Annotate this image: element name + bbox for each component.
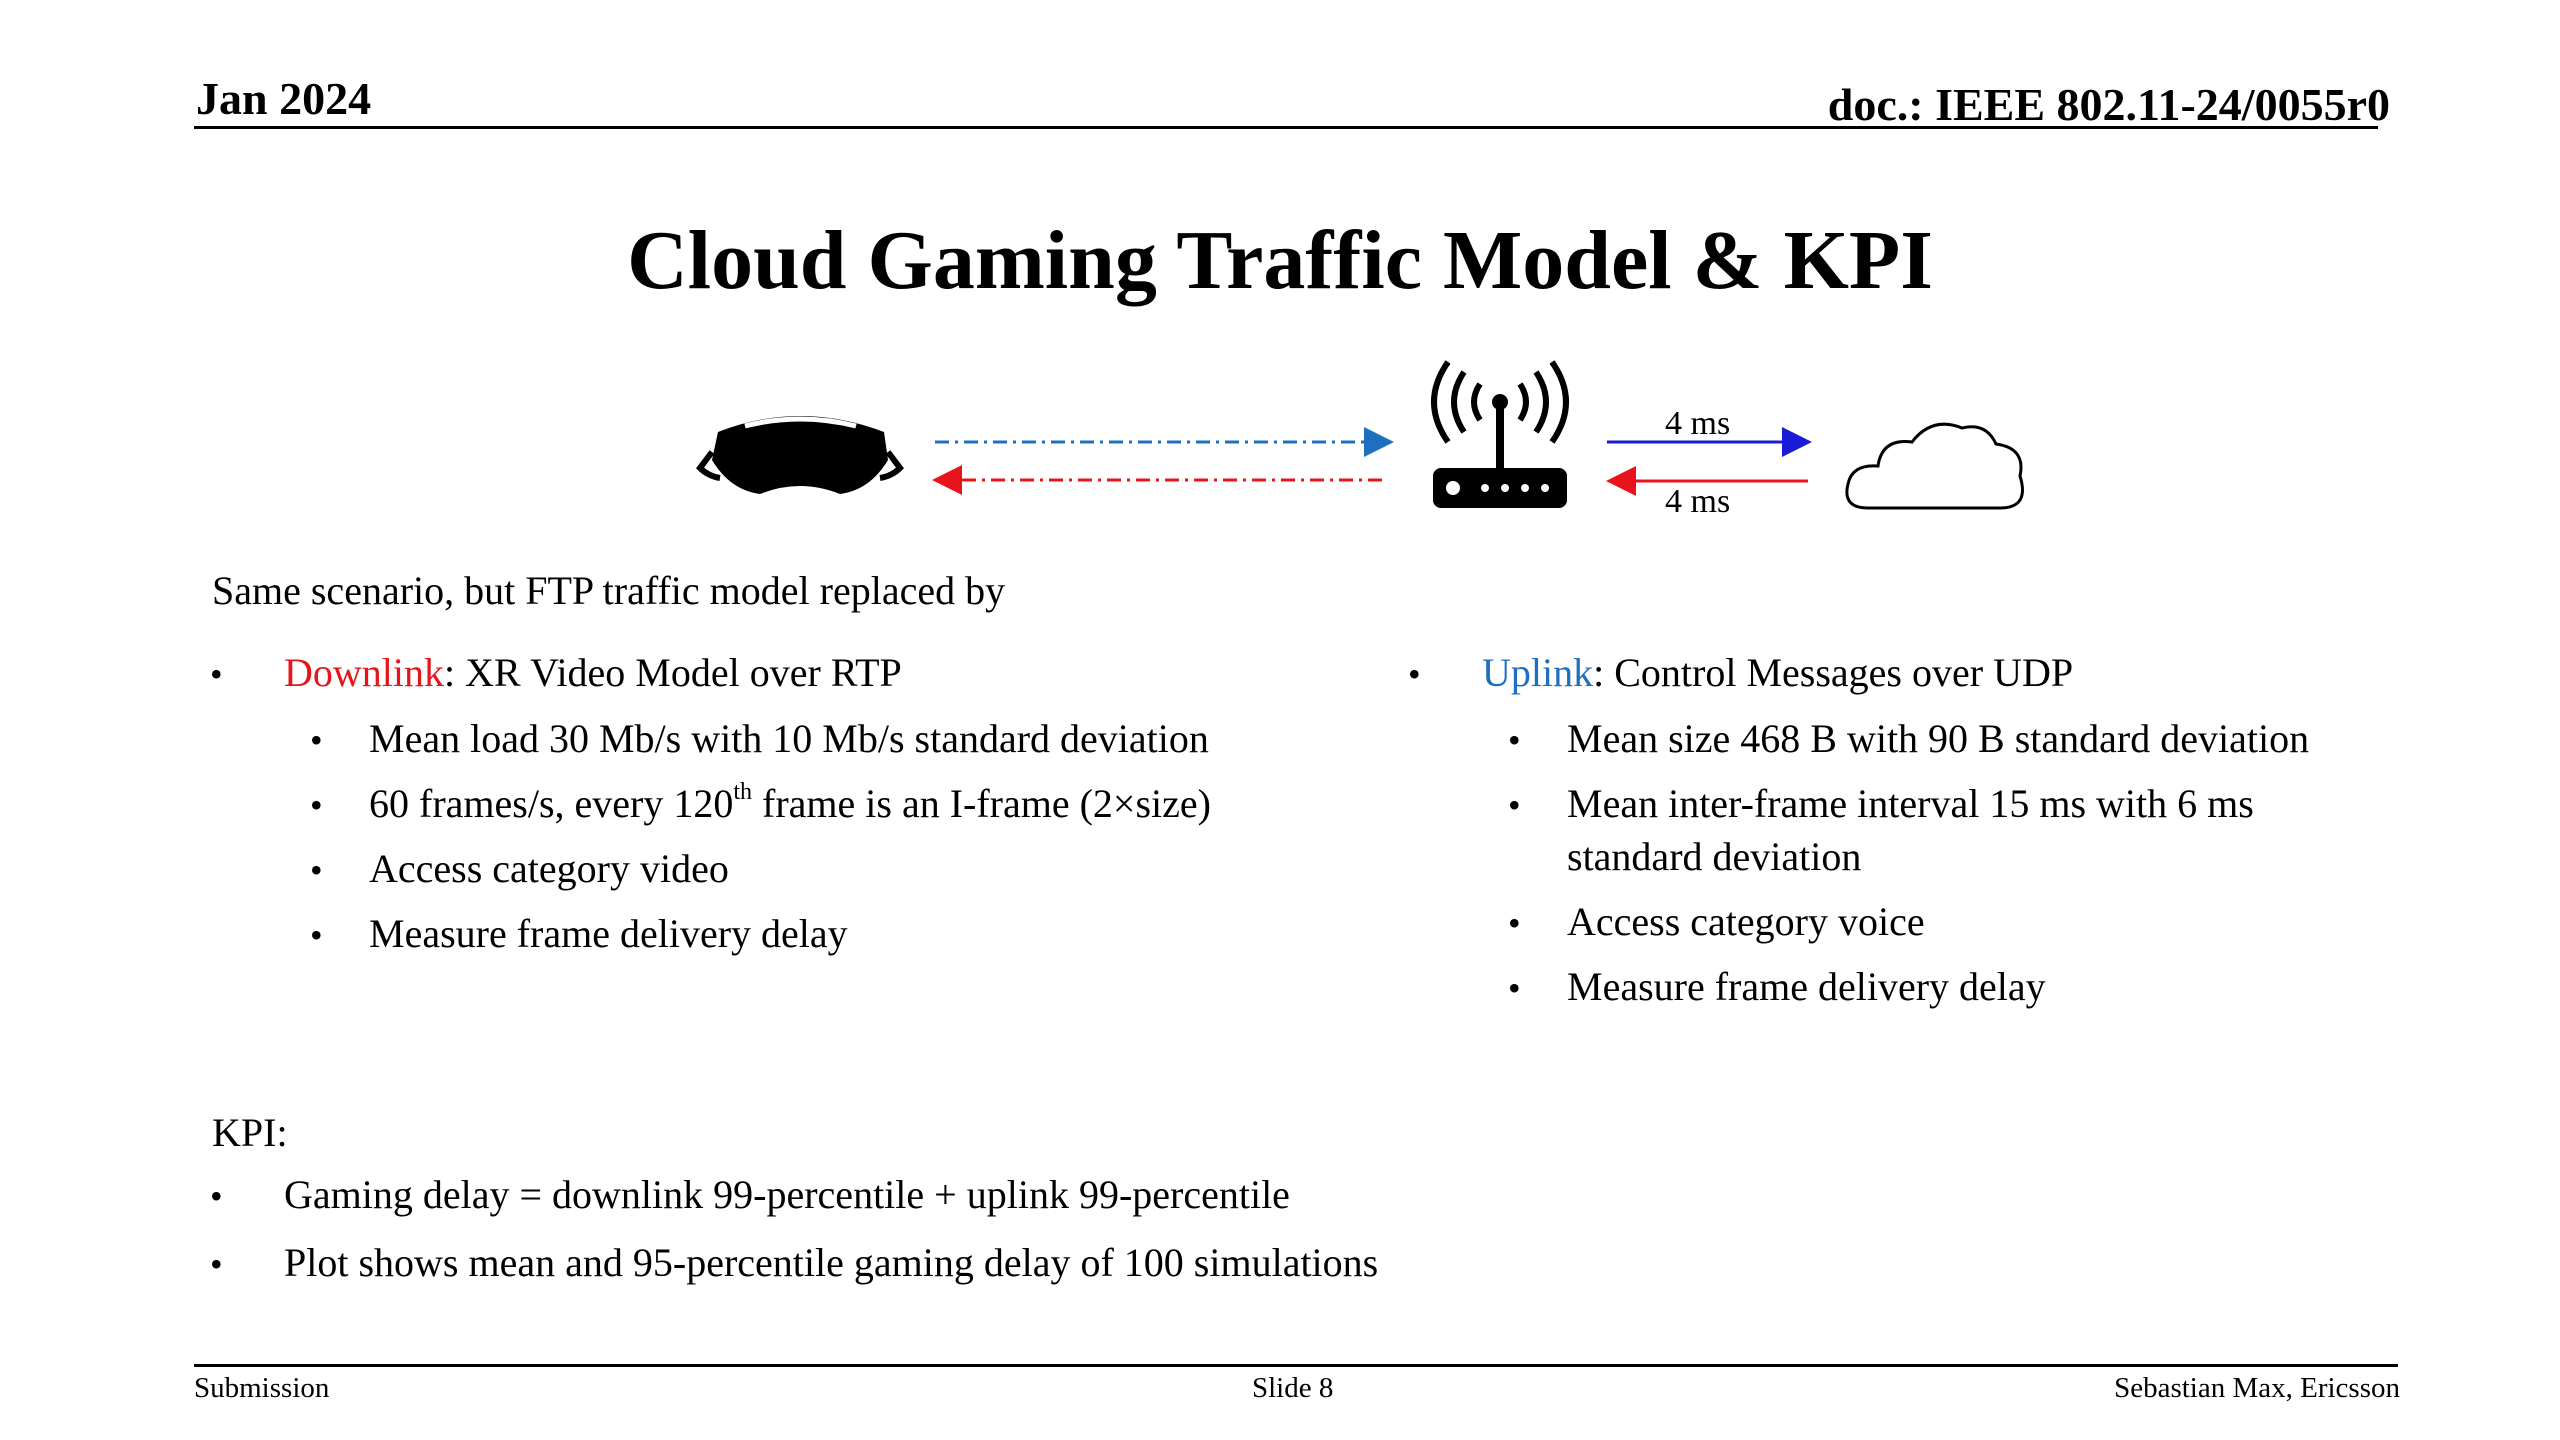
bullet: • — [1508, 968, 1521, 1008]
bullet: • — [1508, 785, 1521, 825]
header-rule — [194, 126, 2378, 129]
uplink-item-continuation: standard deviation — [1567, 834, 1862, 879]
header-date: Jan 2024 — [196, 73, 372, 124]
bullet: • — [1408, 654, 1421, 694]
header-doc-id: doc.: IEEE 802.11-24/0055r0 — [1827, 79, 2390, 130]
footer-left: Submission — [194, 1372, 330, 1404]
vr-headset-icon — [696, 416, 904, 494]
bullet: • — [210, 1176, 223, 1216]
downlink-item: Mean load 30 Mb/s with 10 Mb/s standard … — [369, 716, 1209, 761]
downlink-item: Access category video — [369, 846, 729, 891]
uplink-heading: Uplink: Control Messages over UDP — [1482, 650, 2073, 696]
bullet: • — [310, 785, 323, 825]
bullet: • — [310, 720, 323, 760]
bullet: • — [310, 850, 323, 890]
slide-title: Cloud Gaming Traffic Model & KPI — [627, 214, 1933, 307]
downlink-heading-rest: : XR Video Model over RTP — [444, 650, 902, 695]
downlink-item: Measure frame delivery delay — [369, 911, 848, 956]
footer-slide-number: Slide 8 — [1252, 1372, 1334, 1404]
footer-author: Sebastian Max, Ericsson — [2114, 1372, 2400, 1404]
wifi-router-icon — [1431, 360, 1569, 508]
bullet: • — [310, 915, 323, 955]
downlink-heading: Downlink: XR Video Model over RTP — [284, 650, 902, 696]
uplink-item: Measure frame delivery delay — [1567, 964, 2046, 1009]
network-diagram — [696, 360, 2024, 510]
bullet: • — [210, 1244, 223, 1284]
downlink-item: 60 frames/s, every 120th frame is an I-f… — [369, 779, 1211, 826]
bullet: • — [1508, 720, 1521, 760]
uplink-keyword: Uplink — [1482, 650, 1594, 695]
downlink-keyword: Downlink — [284, 650, 444, 695]
kpi-item: Gaming delay = downlink 99-percentile + … — [284, 1172, 1290, 1217]
kpi-item: Plot shows mean and 95-percentile gaming… — [284, 1240, 1379, 1285]
uplink-item: Mean inter-frame interval 15 ms with 6 m… — [1567, 781, 2254, 826]
bullet: • — [1508, 903, 1521, 943]
kpi-label: KPI: — [212, 1110, 288, 1155]
cloud-icon — [1845, 422, 2024, 510]
uplink-heading-rest: : Control Messages over UDP — [1593, 650, 2074, 695]
uplink-item: Access category voice — [1567, 899, 1925, 944]
uplink-item: Mean size 468 B with 90 B standard devia… — [1567, 716, 2310, 761]
footer-rule — [194, 1364, 2398, 1367]
bullet: • — [210, 654, 223, 694]
link-latency-top: 4 ms — [1665, 405, 1731, 442]
link-latency-bottom: 4 ms — [1665, 483, 1731, 520]
intro-text: Same scenario, but FTP traffic model rep… — [212, 568, 1006, 613]
